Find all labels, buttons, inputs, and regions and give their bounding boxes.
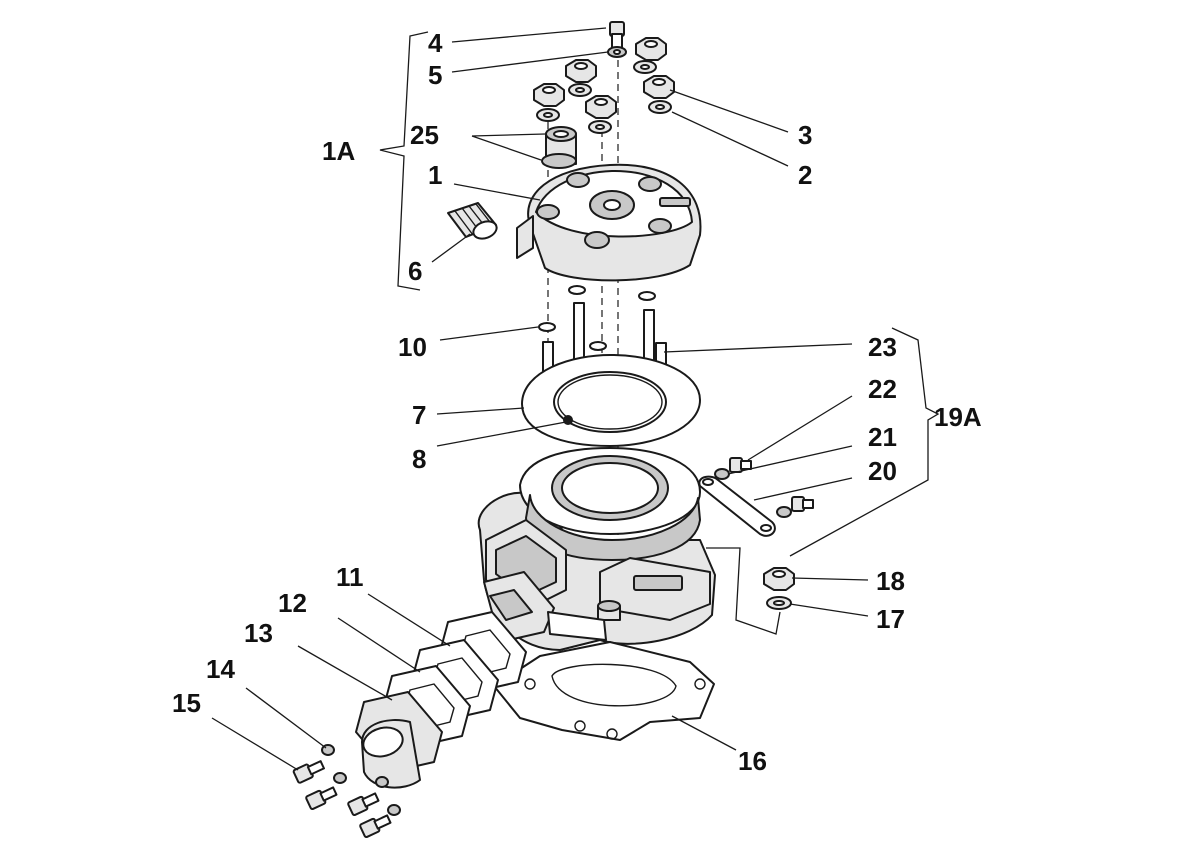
label-17: 17 — [876, 604, 905, 634]
washer-c2-hole — [543, 112, 553, 118]
nut-part-c3 — [585, 95, 617, 119]
washer-part-21 — [714, 468, 792, 518]
label-25: 25 — [410, 120, 439, 150]
cylinder-head-nuts — [533, 37, 675, 134]
washer-top-right-hole — [640, 64, 650, 70]
label-22: 22 — [868, 374, 897, 404]
label-4: 4 — [428, 28, 443, 58]
nut-part-c1 — [565, 59, 597, 83]
label-1a: 1A — [322, 136, 355, 166]
label-15: 15 — [172, 688, 201, 718]
label-10: 10 — [398, 332, 427, 362]
label-20: 20 — [868, 456, 897, 486]
manifold-washers-part-14 — [321, 744, 401, 816]
label-23: 23 — [868, 332, 897, 362]
group-bracket-1a — [379, 31, 429, 291]
ring-part-10 — [538, 285, 656, 351]
screw-part-22 — [729, 457, 814, 512]
washer-part-5 — [607, 46, 627, 58]
label-11: 11 — [336, 562, 364, 592]
label-1: 1 — [428, 160, 442, 190]
label-8: 8 — [412, 444, 426, 474]
washer-part-17 — [766, 596, 792, 610]
plate-part-20 — [698, 475, 776, 537]
sleeve-part-6 — [447, 202, 498, 240]
label-18: 18 — [876, 566, 905, 596]
group-bracket-19a — [706, 327, 940, 635]
o-ring-part-8 — [563, 415, 573, 425]
head-gasket-part-7 — [521, 353, 701, 447]
label-3: 3 — [798, 120, 812, 150]
manifold-screws-part-15 — [292, 760, 392, 839]
screw-part-4 — [609, 21, 625, 49]
cylinder-head-part-1 — [516, 163, 702, 282]
label-19a: 19A — [934, 402, 982, 432]
washer-c3-hole — [595, 124, 605, 130]
base-gasket-part-16 — [493, 641, 715, 741]
nut-part-3b — [643, 75, 675, 99]
washer-c1-hole — [575, 87, 585, 93]
nut-part-18 — [763, 567, 795, 591]
washer-part-2 — [648, 100, 672, 114]
label-7: 7 — [412, 400, 426, 430]
label-5: 5 — [428, 60, 442, 90]
nut-part-3a — [635, 37, 667, 61]
label-2: 2 — [798, 160, 812, 190]
label-12: 12 — [278, 588, 307, 618]
cylinder-body — [477, 447, 716, 651]
label-21: 21 — [868, 422, 897, 452]
label-16: 16 — [738, 746, 767, 776]
nut-part-c2 — [533, 83, 565, 107]
label-13: 13 — [244, 618, 273, 648]
callout-labels: 4 5 25 1A 1 6 3 2 10 23 7 8 22 19A 21 20… — [172, 28, 982, 776]
intake-manifold — [355, 691, 443, 789]
label-14: 14 — [206, 654, 235, 684]
leader-lines — [211, 27, 869, 771]
insert-part-25 — [541, 126, 577, 169]
label-6: 6 — [408, 256, 422, 286]
